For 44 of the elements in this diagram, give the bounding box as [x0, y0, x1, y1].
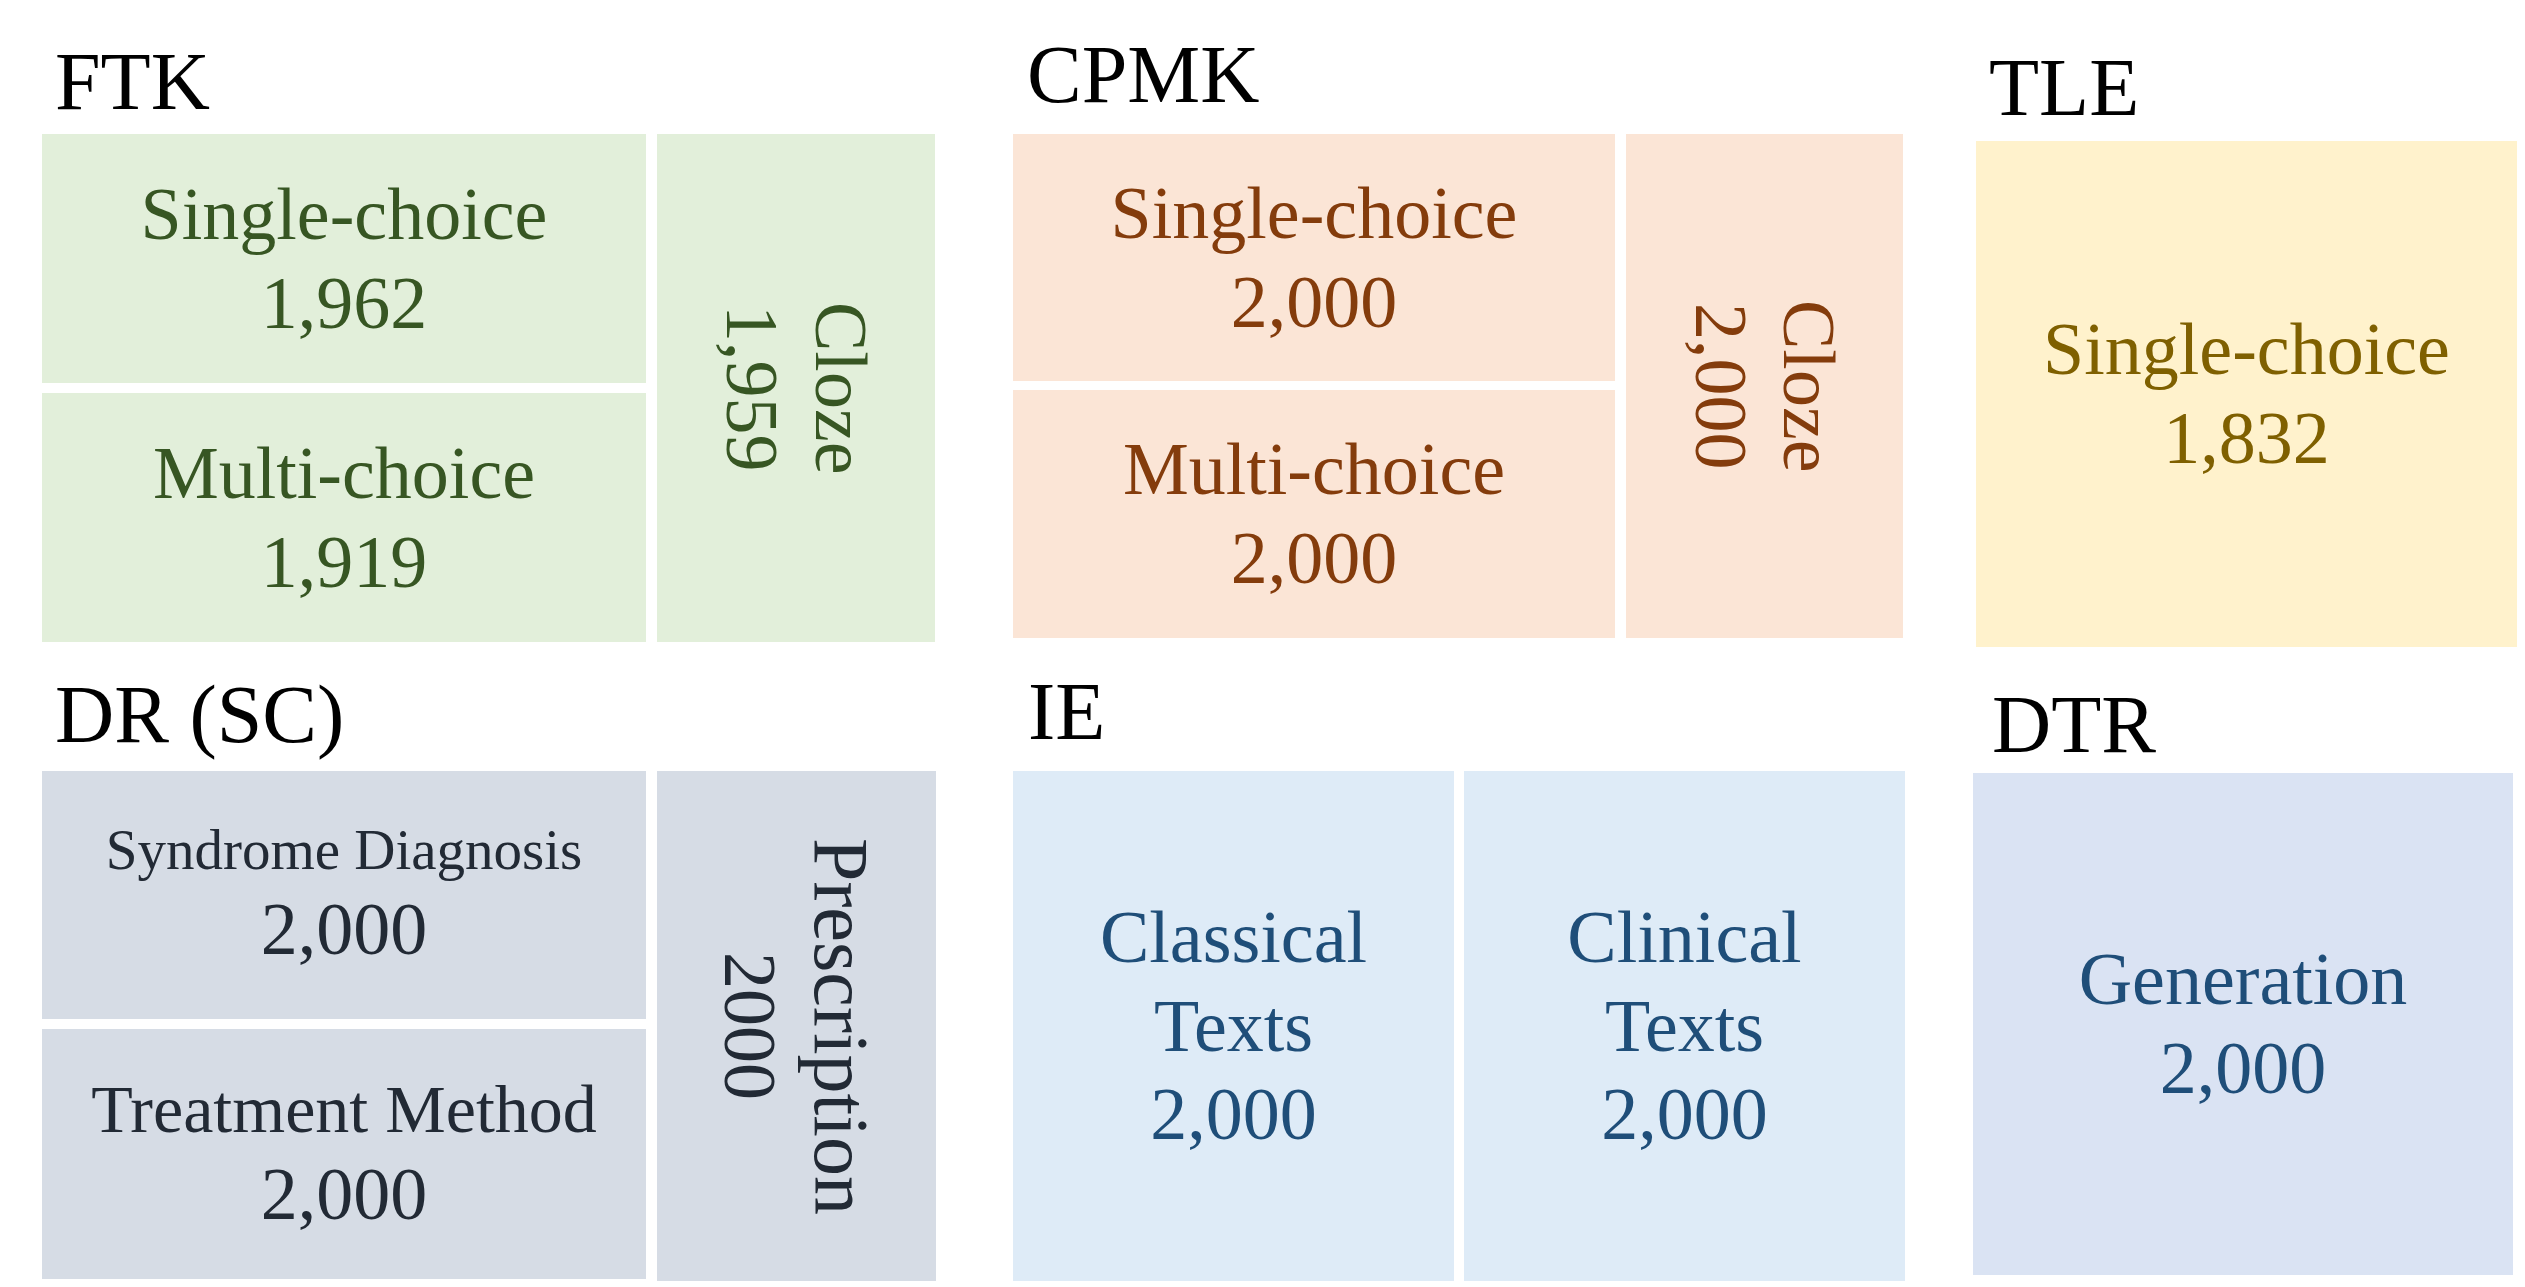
subtask-tile	[42, 1029, 646, 1279]
count-label: 1,919	[260, 519, 428, 605]
subtask-label: Clinical Texts	[1566, 894, 1803, 1069]
subtask-label: Generation	[2078, 937, 2408, 1023]
subtask-label: Classical Texts	[1098, 894, 1369, 1069]
subtask-label: Multi-choice	[152, 430, 536, 516]
count-label: 2,000	[260, 1152, 428, 1238]
group-heading: IE	[1028, 671, 1106, 753]
subtask-tile	[42, 771, 646, 1019]
count-label: 2,000	[2159, 1026, 2327, 1111]
group-heading: DTR	[1992, 684, 2156, 766]
count-label: 2,000	[1601, 1072, 1768, 1158]
count-label: 1,959	[710, 304, 794, 472]
count-label: 2,000	[1230, 259, 1398, 345]
subtask-tile	[1464, 771, 1905, 1281]
subtask-tile	[42, 134, 646, 383]
subtask-tile	[1626, 134, 1903, 638]
count-label: 1,832	[2163, 396, 2330, 481]
subtask-tile	[1013, 134, 1615, 381]
subtask-label: Single-choice	[1110, 170, 1518, 256]
subtask-label: Cloze	[798, 301, 883, 475]
group-heading: TLE	[1989, 47, 2140, 129]
subtask-label: Cloze	[1767, 299, 1852, 473]
subtask-label: Multi-choice	[1122, 427, 1506, 513]
subtask-label: Single-choice	[140, 171, 548, 257]
count-label: 2,000	[1230, 516, 1398, 601]
subtask-label: Treatment Method	[91, 1069, 597, 1149]
subtask-tile	[1013, 390, 1615, 638]
subtask-tile	[1976, 141, 2517, 647]
group-heading: FTK	[55, 41, 210, 123]
subtask-tile	[657, 134, 935, 642]
subtask-label: Single-choice	[2043, 307, 2450, 393]
subtask-tile	[1973, 773, 2513, 1275]
count-label: 2,000	[1678, 302, 1763, 470]
subtask-tile	[657, 771, 936, 1281]
group-heading: CPMK	[1027, 34, 1260, 116]
subtask-label: Syndrome Diagnosis	[105, 817, 583, 884]
count-label: 1,962	[260, 260, 428, 346]
subtask-tile	[42, 393, 646, 642]
subtask-label: Prescription	[796, 837, 886, 1215]
count-label: 2,000	[1150, 1072, 1317, 1158]
count-label: 2,000	[260, 886, 428, 972]
count-label: 2000	[708, 952, 793, 1100]
subtask-tile	[1013, 771, 1454, 1281]
